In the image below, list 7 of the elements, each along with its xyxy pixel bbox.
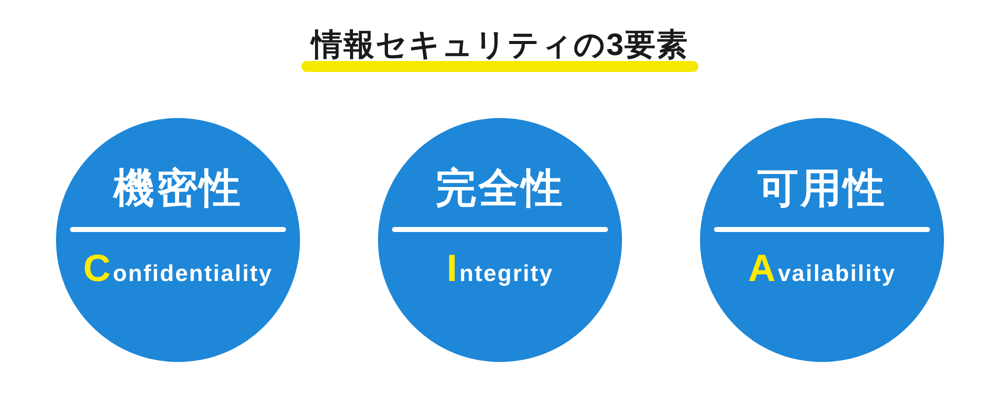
circle-subtitle: Availability: [748, 248, 896, 292]
circle-heading: 可用性: [758, 164, 886, 213]
title: 情報セキュリティの3要素: [301, 24, 699, 72]
circle-subtitle: Confidentiality: [83, 248, 273, 292]
circle-heading: 完全性: [436, 164, 564, 213]
circle-subtitle: Integrity: [446, 248, 554, 292]
circle-heading: 機密性: [114, 164, 242, 213]
